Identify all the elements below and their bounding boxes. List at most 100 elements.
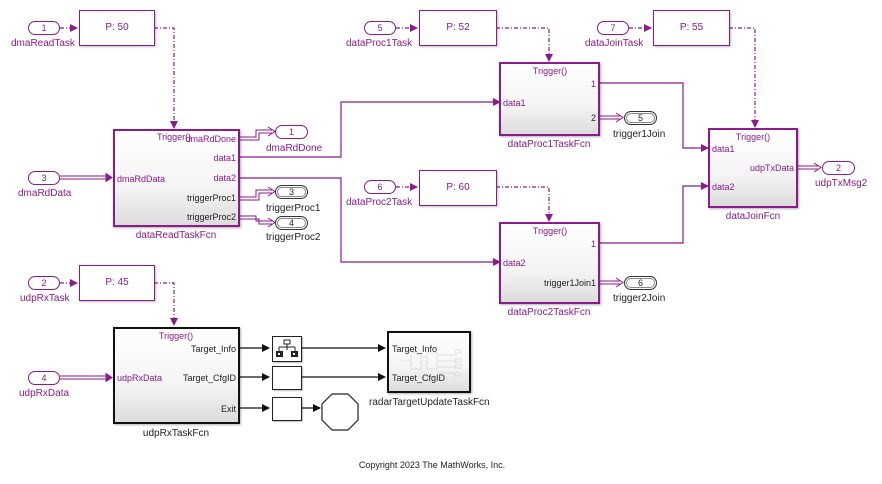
fcall-line-udp-trigger (154, 282, 178, 326)
subsystem-name: dataJoinFcn (725, 211, 781, 222)
outport-trigger1-join[interactable]: 5 (624, 111, 657, 125)
inport-label: dmaRdData (18, 188, 72, 199)
port-number: 6 (637, 278, 643, 288)
inport-label: dataProc1Task (346, 38, 413, 49)
outport-label: trigger1Join (613, 129, 666, 140)
inport-data-join-task[interactable]: 7 (597, 21, 629, 35)
subsystem-data-proc1-task-fcn[interactable] (499, 62, 600, 136)
port-number: 7 (610, 23, 616, 33)
port-label-output: 2 (590, 113, 596, 123)
subsystem-data-proc2-task-fcn[interactable] (499, 222, 600, 304)
port-label-input: data1 (503, 98, 526, 108)
inport-udp-rx-data[interactable]: 4 (28, 371, 60, 385)
port-label-input: data2 (503, 258, 526, 268)
subsystem-name: radarTargetUpdateTaskFcn (369, 397, 490, 408)
bus-udptxdata (797, 165, 818, 170)
port-number: 3 (41, 173, 47, 183)
port-label-trigger: Trigger() (158, 331, 194, 341)
port-label-output: 1 (590, 79, 596, 89)
inport-label: udpRxTask (20, 293, 70, 304)
port-label-input: data1 (712, 144, 735, 154)
subsystem-data-read-task-fcn[interactable] (113, 129, 240, 227)
line-proc2-to-join (599, 182, 709, 244)
port-number: 4 (288, 218, 294, 228)
priority-block-udp-rx[interactable]: P: 45 (79, 265, 155, 301)
line-proc1-to-join (599, 82, 709, 152)
outport-label: udpTxMsg2 (815, 178, 868, 189)
inport-label: dataProc2Task (346, 197, 413, 208)
subsystem-radar-target-update[interactable] (387, 331, 471, 393)
inport-dma-read-task[interactable]: 1 (28, 21, 60, 35)
inport-data-proc1-task[interactable]: 5 (364, 21, 396, 35)
subsystem-name: dataReadTaskFcn (135, 230, 217, 241)
subsystem-content-icon (401, 349, 462, 377)
port-label-input: data2 (712, 182, 735, 192)
outport-label: triggerProc1 (266, 203, 321, 214)
line-data1-to-proc1 (240, 98, 501, 158)
port-label-output: dmaRdDone (185, 134, 236, 144)
bus-trigger2join (599, 280, 620, 285)
inport-data-proc2-task[interactable]: 6 (364, 180, 396, 194)
subsystem-data-join-fcn[interactable] (708, 128, 798, 208)
port-label-output: triggerProc2 (186, 212, 236, 222)
priority-value: P: 52 (446, 22, 470, 33)
subsystem-name: dataProc2TaskFcn (507, 307, 591, 318)
priority-value: P: 60 (446, 182, 470, 193)
outport-trigger2-join[interactable]: 6 (624, 276, 657, 290)
outport-dma-rd-done[interactable]: 1 (275, 125, 308, 139)
port-label-output: Exit (220, 404, 236, 414)
line-data2-to-proc2 (240, 177, 501, 266)
subsystem-name: udpRxTaskFcn (142, 428, 210, 439)
port-label-input: dmaRdData (117, 174, 166, 184)
exit-conversion-block[interactable] (272, 397, 302, 421)
priority-block-dma-read[interactable]: P: 50 (79, 10, 155, 46)
port-label-output: Target_Info (190, 344, 236, 354)
bus-trigger1join (599, 115, 620, 120)
port-label-trigger: Trigger() (735, 132, 771, 142)
port-number: 1 (288, 127, 294, 137)
priority-block-proc2[interactable]: P: 60 (419, 170, 497, 206)
port-label-output: data2 (213, 173, 236, 183)
port-label-trigger: Trigger() (532, 226, 568, 236)
bus-udprxdata (60, 375, 110, 380)
priority-block-join[interactable]: P: 55 (653, 10, 730, 46)
port-label-input: Target_Info (392, 344, 438, 354)
outport-trigger-proc2[interactable]: 4 (275, 216, 308, 230)
outport-udp-tx-msg2[interactable]: 2 (822, 161, 855, 175)
bus-network-icon (276, 339, 298, 357)
port-label-trigger: Trigger() (157, 132, 192, 142)
inport-label: dataJoinTask (585, 38, 644, 49)
fcall-line-proc2-trigger (496, 186, 553, 222)
inport-label: udpRxData (19, 388, 70, 399)
subsystem-udp-rx-task-fcn[interactable] (113, 327, 240, 424)
outport-trigger-proc1[interactable]: 3 (275, 185, 308, 199)
inport-dma-rd-data[interactable]: 3 (28, 171, 60, 185)
priority-value: P: 50 (105, 22, 129, 33)
outport-label: dmaRdDone (266, 143, 323, 154)
port-number: 2 (835, 163, 841, 173)
priority-value: P: 55 (679, 22, 704, 33)
port-label-output: trigger1Join1 (543, 278, 596, 288)
port-number: 1 (41, 23, 47, 33)
port-number: 5 (377, 23, 383, 33)
priority-block-proc1[interactable]: P: 52 (419, 10, 497, 46)
stop-block (321, 393, 359, 431)
signal-conversion-block[interactable] (272, 366, 302, 390)
bus-converter-block[interactable] (272, 336, 302, 362)
port-number: 2 (41, 278, 47, 288)
inport-udp-rx-task[interactable]: 2 (28, 276, 60, 290)
port-label-output: 1 (590, 239, 596, 249)
fcall-line-dma-trigger (154, 27, 178, 129)
outport-label: triggerProc2 (266, 232, 321, 243)
bus-triggerproc2 (240, 215, 272, 225)
port-number: 3 (288, 187, 294, 197)
fcall-line-proc1-trigger (496, 27, 553, 62)
port-label-output: triggerProc1 (186, 193, 236, 203)
copyright-text: Copyright 2023 The MathWorks, Inc. (358, 460, 506, 470)
inport-label: dmaReadTask (11, 38, 75, 49)
port-number: 6 (377, 182, 383, 192)
port-label-trigger: Trigger() (532, 66, 568, 76)
port-label-output: Target_CfgID (182, 373, 236, 383)
port-label-output: udpTxData (749, 163, 794, 173)
